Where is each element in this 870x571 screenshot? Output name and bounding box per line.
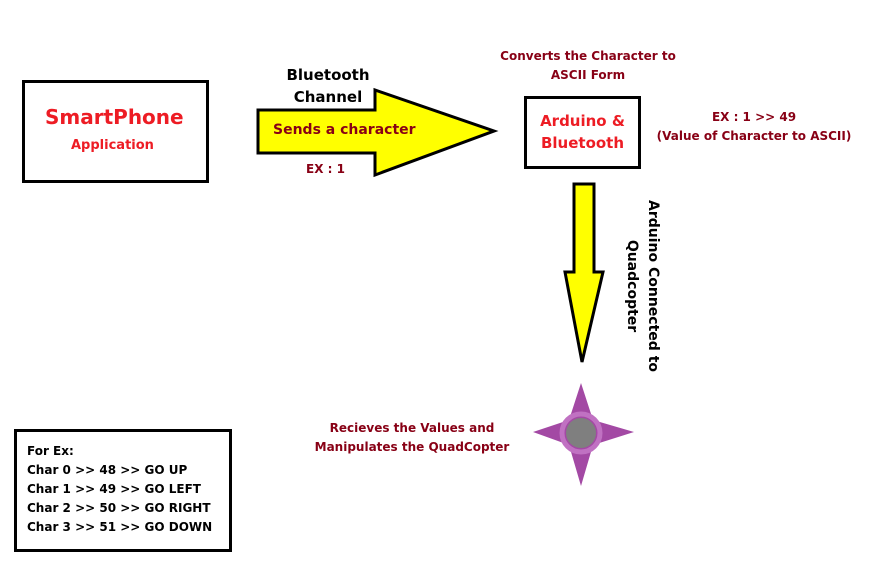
arduino-box: Arduino & Bluetooth (524, 96, 641, 169)
horizontal-arrow (256, 87, 499, 178)
legend-row: Char 2 >> 50 >> GO RIGHT (27, 501, 211, 515)
smartphone-title: SmartPhone (45, 105, 184, 129)
legend-row: Char 0 >> 48 >> GO UP (27, 463, 188, 477)
quadcopter-icon (533, 383, 634, 486)
legend-row: Char 3 >> 51 >> GO DOWN (27, 520, 213, 534)
bluetooth-channel-label: Bluetooth Channel (286, 66, 370, 106)
convert-note: Converts the Character to ASCII Form (500, 49, 676, 82)
vertical-arrow (563, 182, 605, 363)
ascii-example: EX : 1 >> 49 (Value of Character to ASCI… (656, 110, 852, 143)
legend-title: For Ex: (27, 444, 74, 458)
vertical-label: Arduino Connected to Quadcopter (624, 200, 661, 372)
quad-note: Recieves the Values and Manipulates the … (314, 421, 510, 454)
example-input: EX : 1 (306, 162, 345, 176)
legend-row: Char 1 >> 49 >> GO LEFT (27, 482, 201, 496)
legend-box: For Ex: Char 0 >> 48 >> GO UP Char 1 >> … (14, 429, 232, 552)
arrow-label: Sends a character (273, 122, 416, 138)
arduino-label: Arduino & Bluetooth (540, 112, 625, 152)
smartphone-box: SmartPhone Application (22, 80, 209, 183)
smartphone-subtitle: Application (71, 138, 154, 153)
